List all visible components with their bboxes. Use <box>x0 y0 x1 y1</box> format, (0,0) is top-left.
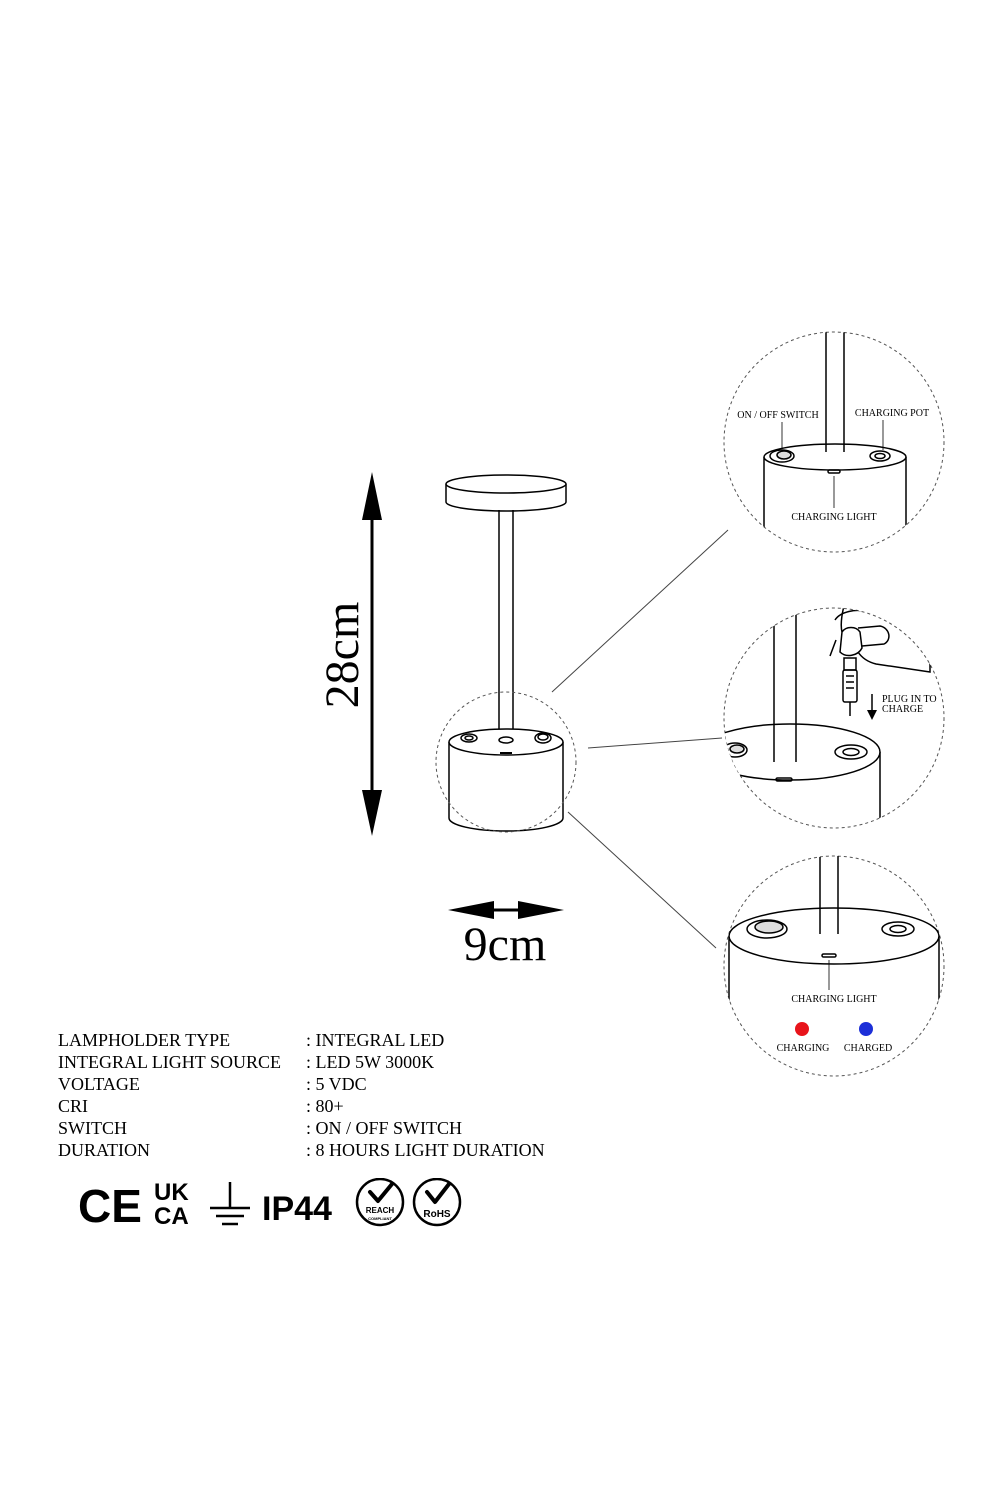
detail-circle-plug-in: PLUG IN TO CHARGE <box>723 607 945 829</box>
spec-row-duration: DURATION : 8 HOURS LIGHT DURATION <box>58 1139 618 1161</box>
on-off-switch-icon <box>769 449 795 463</box>
reach-compliant-icon: REACH COMPLIANT <box>355 1178 405 1227</box>
lamp-illustration <box>445 474 567 832</box>
earth-ground-icon <box>210 1182 250 1226</box>
charging-port-icon <box>881 921 915 937</box>
svg-text:COMPLIANT: COMPLIANT <box>368 1216 392 1221</box>
height-dimension-arrow <box>362 472 382 836</box>
lamp-base <box>448 728 564 832</box>
spec-row-switch: SWITCH : ON / OFF SWITCH <box>58 1117 618 1139</box>
lamp-shade <box>445 474 567 512</box>
on-off-switch-label: ON / OFF SWITCH <box>737 410 818 421</box>
charging-light-label-top: CHARGING LIGHT <box>791 512 876 523</box>
charging-port-icon <box>834 744 868 760</box>
spec-value: : ON / OFF SWITCH <box>306 1118 463 1138</box>
spec-value: : LED 5W 3000K <box>306 1052 435 1072</box>
spec-value: : 8 HOURS LIGHT DURATION <box>306 1140 545 1160</box>
spec-label: LAMPHOLDER TYPE <box>58 1030 231 1050</box>
certification-marks: CE UK CA IP44 REACH COMPLIANT RoHS <box>78 1178 462 1232</box>
spec-table: LAMPHOLDER TYPE : INTEGRAL LED INTEGRAL … <box>58 1029 618 1161</box>
charging-light-indicator <box>827 469 841 474</box>
detail-circle-charging-light: CHARGING LIGHT CHARGING CHARGED <box>723 855 945 1077</box>
svg-text:CA: CA <box>154 1203 189 1230</box>
spec-label: DURATION <box>58 1140 150 1160</box>
charging-light-indicator <box>821 953 837 958</box>
spec-label: INTEGRAL LIGHT SOURCE <box>58 1052 281 1072</box>
charged-status-label: CHARGED <box>844 1043 892 1054</box>
charging-light-indicator <box>775 777 793 782</box>
spec-label: VOLTAGE <box>58 1074 140 1094</box>
ukca-mark-icon: UK CA <box>154 1179 189 1230</box>
spec-row-voltage: VOLTAGE : 5 VDC <box>58 1073 618 1095</box>
rohs-compliant-icon: RoHS <box>412 1178 462 1227</box>
spec-label: SWITCH <box>58 1118 127 1138</box>
spec-row-cri: CRI : 80+ <box>58 1095 618 1117</box>
plug-in-label-line1: PLUG IN TO <box>882 694 937 705</box>
svg-text:RoHS: RoHS <box>423 1209 451 1220</box>
ip44-rating: IP44 <box>262 1190 332 1228</box>
magnify-outline <box>435 691 577 833</box>
spec-label: CRI <box>58 1096 89 1116</box>
charged-blue-dot <box>859 1022 873 1036</box>
height-dimension-label: 28cm <box>316 602 369 709</box>
width-dimension-label: 9cm <box>464 918 547 971</box>
on-off-switch-icon <box>746 919 788 939</box>
spec-row-lampholder: LAMPHOLDER TYPE : INTEGRAL LED <box>58 1029 618 1051</box>
ce-mark-icon: CE <box>78 1180 142 1232</box>
spec-value: : 80+ <box>306 1096 344 1116</box>
on-off-switch-icon <box>724 742 748 758</box>
svg-text:UK: UK <box>154 1179 189 1206</box>
spec-value: : 5 VDC <box>306 1074 367 1094</box>
width-dimension-arrow <box>448 901 564 919</box>
spec-value: : INTEGRAL LED <box>306 1030 445 1050</box>
plug-in-label-line2: CHARGE <box>882 704 923 715</box>
detail-circle-switch-port: ON / OFF SWITCH CHARGING POT CHARGING LI… <box>723 331 945 553</box>
detail-leader-lines <box>551 529 729 949</box>
svg-text:REACH: REACH <box>366 1206 395 1215</box>
spec-row-light-source: INTEGRAL LIGHT SOURCE : LED 5W 3000K <box>58 1051 618 1073</box>
charging-port-icon <box>869 450 891 462</box>
charging-light-label-bottom: CHARGING LIGHT <box>791 994 876 1005</box>
charging-status-label: CHARGING <box>777 1043 830 1054</box>
down-arrow-icon <box>867 694 877 720</box>
lamp-stem <box>498 510 514 738</box>
charging-port-label: CHARGING POT <box>855 408 929 419</box>
charging-red-dot <box>795 1022 809 1036</box>
